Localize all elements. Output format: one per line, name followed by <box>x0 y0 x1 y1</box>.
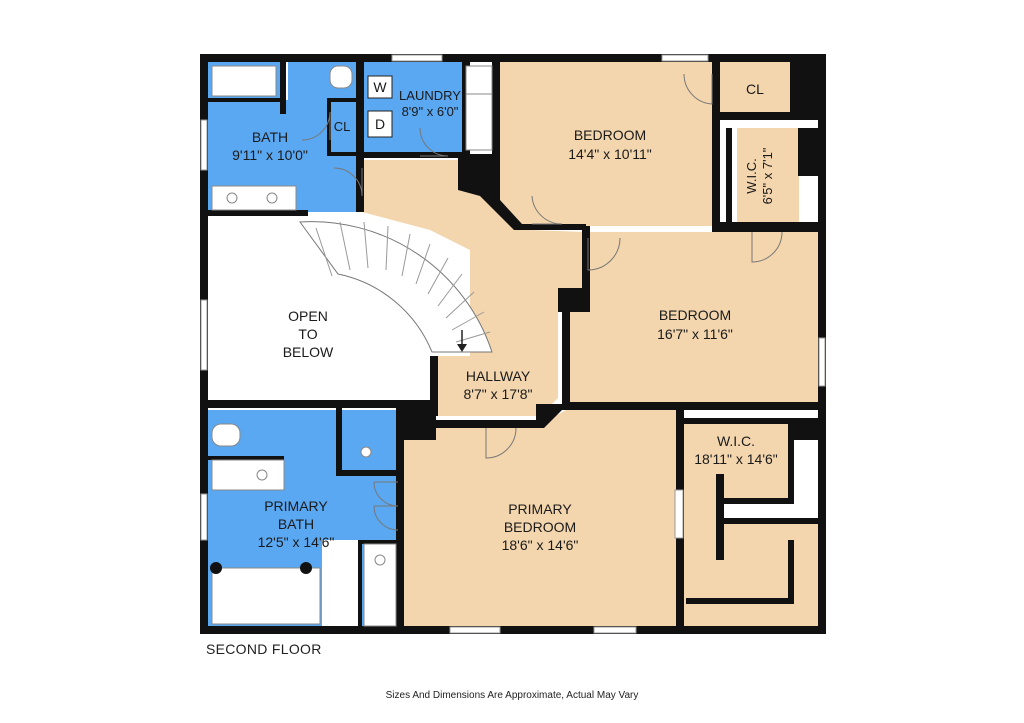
open-below-line3: BELOW <box>283 344 334 360</box>
hallway-dims: 8'7" x 17'8" <box>464 386 533 402</box>
primary-bedroom-floor <box>400 408 678 628</box>
bath-floor <box>208 100 362 212</box>
open-below-line2: TO <box>298 326 317 342</box>
vanity-icon <box>211 459 285 491</box>
windows <box>200 54 826 634</box>
bathtub-icon <box>211 65 277 97</box>
bedroom-top-dims: 14'4" x 10'11" <box>568 146 652 162</box>
open-below-line1: OPEN <box>288 308 328 324</box>
fixtures <box>210 65 493 627</box>
closet-top-name: CL <box>746 81 764 97</box>
primary-bedroom-line2: BEDROOM <box>504 519 576 535</box>
bathtub-icon <box>211 567 321 625</box>
washer-icon <box>367 75 393 99</box>
laundry-name: LAUNDRY <box>399 88 461 103</box>
tub-post-icon <box>300 562 312 574</box>
closet-top-floor <box>720 62 792 114</box>
wic-top-name: W.I.C. <box>744 158 759 193</box>
bedroom-mid-dims: 16'7" x 11'6" <box>657 326 733 342</box>
tub-post-icon <box>210 562 222 574</box>
bath-closet-name: CL <box>334 119 351 134</box>
bedroom-mid-name: BEDROOM <box>659 307 731 323</box>
wic-top-floor <box>737 128 799 223</box>
primary-bath-line2: BATH <box>278 516 314 532</box>
dryer-icon <box>367 110 393 138</box>
shower-head-icon <box>360 446 372 458</box>
bath-dims: 9'11" x 10'0" <box>232 147 308 163</box>
toilet-icon <box>329 65 353 89</box>
wic-top-dims: 6'5" x 7'1" <box>760 147 775 204</box>
bedroom-mid-floor <box>568 232 818 404</box>
floor-label: SECOND FLOOR <box>206 641 322 657</box>
door-swings <box>301 73 783 531</box>
sink-icon <box>226 192 238 204</box>
spiral-staircase <box>299 221 493 353</box>
sink-icon <box>256 469 268 481</box>
primary-wic-name: W.I.C. <box>717 433 755 449</box>
sink-icon <box>374 554 386 566</box>
primary-wic-dims: 18'11" x 14'6" <box>694 451 778 467</box>
open-to-below-area <box>208 216 360 402</box>
sink-icon <box>266 192 278 204</box>
hallway-name: HALLWAY <box>466 368 531 384</box>
hallway-floor <box>362 160 585 416</box>
disclaimer: Sizes And Dimensions Are Approximate, Ac… <box>385 690 639 701</box>
laundry-counter <box>465 93 493 151</box>
primary-bedroom-dims: 18'6" x 14'6" <box>502 537 579 553</box>
bedroom-top-name: BEDROOM <box>574 127 646 143</box>
toilet-icon <box>211 423 241 447</box>
primary-bath-line1: PRIMARY <box>264 498 328 514</box>
bath-name: BATH <box>252 129 288 145</box>
laundry-dims: 8'9" x 6'0" <box>402 104 459 119</box>
laundry-sink-icon <box>465 65 493 95</box>
primary-bedroom-line1: PRIMARY <box>508 501 572 517</box>
dryer-label: D <box>375 116 385 132</box>
washer-label: W <box>373 79 387 95</box>
bedroom-top-floor <box>500 62 712 226</box>
double-vanity-icon <box>211 185 297 211</box>
vanity-icon <box>363 543 397 627</box>
primary-bath-dims: 12'5" x 14'6" <box>258 534 335 550</box>
